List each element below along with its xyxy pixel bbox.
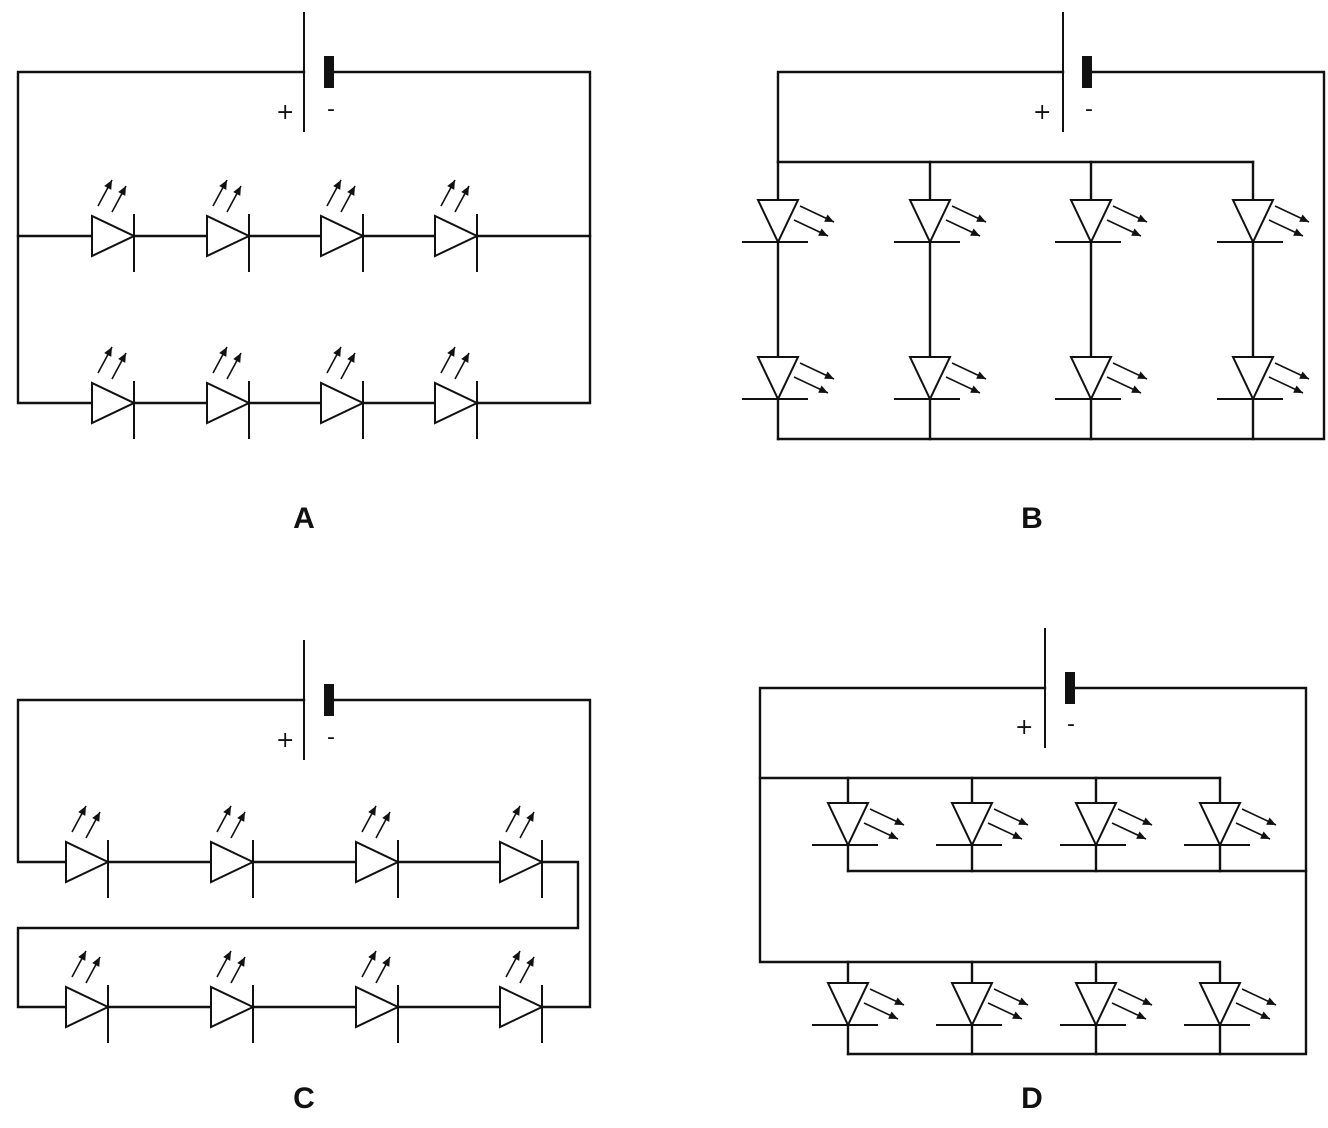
led-icon: [1184, 982, 1277, 1028]
led-icon: [1184, 802, 1277, 848]
panel-label-b: B: [1021, 502, 1043, 535]
led-icon: [1060, 802, 1153, 848]
led-icon: [894, 199, 987, 245]
battery: [1044, 628, 1075, 748]
led-icon: [1055, 199, 1148, 245]
minus-sign: -: [1085, 97, 1093, 122]
led-icon: [434, 179, 480, 272]
plus-sign: +: [1015, 715, 1033, 740]
led-icon: [742, 199, 835, 245]
minus-sign: -: [327, 97, 335, 122]
minus-sign: -: [327, 725, 335, 750]
led-icon: [210, 950, 256, 1043]
led-icon: [894, 356, 987, 402]
led-icon: [936, 982, 1029, 1028]
minus-sign: -: [1067, 712, 1075, 737]
led-icon: [206, 179, 252, 272]
led-icon: [355, 805, 401, 898]
led-icon: [936, 802, 1029, 848]
panel-a: + - A: [16, 12, 592, 535]
led-icon: [499, 805, 545, 898]
led-icon: [1055, 356, 1148, 402]
led-icon: [434, 346, 480, 439]
led-icon: [1217, 199, 1310, 245]
panel-c: + - C: [16, 640, 592, 1115]
led-icon: [812, 802, 905, 848]
panel-label-c: C: [293, 1082, 315, 1115]
led-icon: [210, 805, 256, 898]
led-icon: [1060, 982, 1153, 1028]
panel-label-d: D: [1021, 1082, 1043, 1115]
plus-sign: +: [1033, 100, 1051, 125]
led-icon: [320, 346, 366, 439]
battery: [1062, 12, 1092, 132]
panel-b-wiring: [776, 70, 1326, 441]
led-icon: [355, 950, 401, 1043]
led-icon: [812, 982, 905, 1028]
battery: [303, 640, 334, 760]
led-icon: [65, 805, 111, 898]
panel-d: + - D: [758, 628, 1308, 1115]
battery: [303, 12, 334, 132]
led-icon: [91, 179, 137, 272]
led-icon: [320, 179, 366, 272]
led-icon: [65, 950, 111, 1043]
led-icon: [742, 356, 835, 402]
plus-sign: +: [276, 728, 294, 753]
led-icon: [91, 346, 137, 439]
led-icon: [206, 346, 252, 439]
led-icon: [499, 950, 545, 1043]
panel-b: + - B: [742, 12, 1326, 535]
panel-label-a: A: [293, 502, 315, 535]
led-icon: [1217, 356, 1310, 402]
plus-sign: +: [276, 100, 294, 125]
panel-c-wiring: [16, 698, 592, 1009]
